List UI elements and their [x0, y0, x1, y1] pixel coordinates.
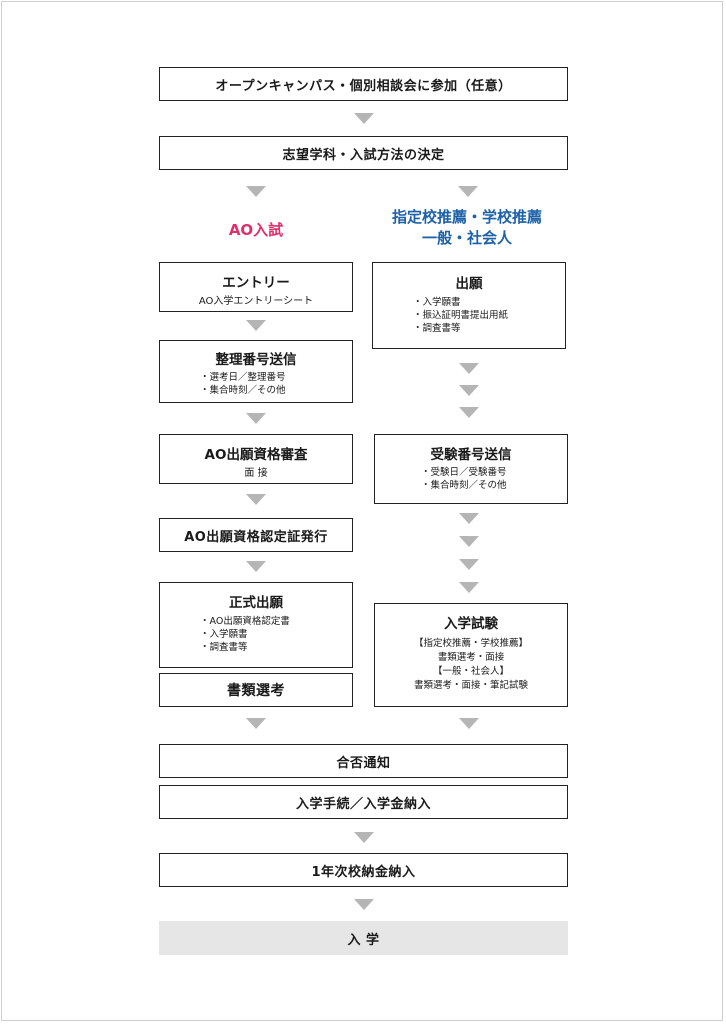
list-item: 受験日／受験番号 [421, 466, 507, 479]
ao-entry-title: エントリー [222, 275, 290, 291]
arrow-down-icon [246, 320, 266, 331]
list-item: 調査書等 [413, 322, 508, 335]
list-item: 入学願書 [200, 628, 290, 641]
ao-entry-sub: AO入学エントリーシート [198, 296, 314, 307]
rec-apply-list: 入学願書 振込証明書提出用紙 調査書等 [413, 296, 509, 335]
list-item: 集合時刻／その他 [200, 384, 286, 397]
recommend-heading-line2: 一般・社会人 [421, 229, 512, 247]
ao-heading: AO入試 [228, 221, 284, 239]
step-decide: 志望学科・入試方法の決定 [159, 136, 568, 170]
rec-exam-title: 入学試験 [444, 616, 498, 632]
rec-exam-box: 入学試験 【指定校推薦・学校推薦】 書類選考・面接 【一般・社会人】 書類選考・… [374, 603, 568, 707]
ao-screening-box: 書類選考 [159, 673, 353, 707]
ao-review-box: AO出願資格審査 面 接 [159, 434, 353, 484]
ao-review-title: AO出願資格審査 [204, 447, 308, 463]
arrow-down-icon [246, 494, 266, 505]
ao-review-sub: 面 接 [244, 468, 268, 479]
ao-certificate-box: AO出願資格認定証発行 [159, 518, 353, 552]
ao-number-send-box: 整理番号送信 選考日／整理番号 集合時刻／その他 [159, 340, 353, 403]
list-item: 選考日／整理番号 [200, 371, 286, 384]
step-procedure: 入学手続／入学金納入 [159, 785, 568, 819]
ao-formal-box: 正式出願 AO出願資格認定書 入学願書 調査書等 [159, 582, 353, 668]
list-item: 入学願書 [413, 296, 508, 309]
arrow-down-icon [458, 186, 478, 197]
arrow-down-icon [354, 113, 374, 124]
rec-exam-number-list: 受験日／受験番号 集合時刻／その他 [421, 466, 507, 492]
ao-number-send-title: 整理番号送信 [215, 352, 297, 368]
arrow-down-icon [354, 899, 374, 910]
arrow-down-icon [246, 186, 266, 197]
step-first-year-fee: 1年次校納金納入 [159, 853, 568, 887]
step-result: 合否通知 [159, 744, 568, 778]
list-item: 振込証明書提出用紙 [413, 309, 509, 322]
arrow-down-icon [459, 718, 479, 729]
ao-entry-box: エントリー AO入学エントリーシート [159, 262, 353, 312]
step-enroll: 入 学 [159, 921, 568, 955]
ao-formal-title: 正式出願 [229, 595, 283, 611]
arrow-down-icon [246, 718, 266, 729]
rec-exam-lines: 【指定校推薦・学校推薦】 書類選考・面接 【一般・社会人】 書類選考・面接・筆記… [375, 637, 567, 693]
rec-exam-line: 書類選考・面接・筆記試験 [413, 680, 528, 691]
rec-exam-number-title: 受験番号送信 [430, 447, 512, 463]
arrow-down-icon [459, 407, 479, 418]
arrow-down-icon [459, 582, 479, 593]
rec-apply-box: 出願 入学願書 振込証明書提出用紙 調査書等 [372, 262, 566, 349]
rec-exam-line: 【指定校推薦・学校推薦】 [413, 638, 528, 649]
recommend-heading: 指定校推薦・学校推薦 一般・社会人 [362, 207, 572, 249]
step-open-campus: オープンキャンパス・個別相談会に参加（任意） [159, 67, 568, 101]
list-item: 調査書等 [200, 641, 290, 654]
rec-exam-line: 【一般・社会人】 [432, 666, 509, 677]
arrow-down-icon [459, 513, 479, 524]
arrow-down-icon [459, 536, 479, 547]
recommend-heading-line1: 指定校推薦・学校推薦 [391, 208, 542, 226]
arrow-down-icon [459, 363, 479, 374]
rec-apply-title: 出願 [455, 276, 483, 292]
arrow-down-icon [459, 559, 479, 570]
list-item: 集合時刻／その他 [421, 479, 507, 492]
arrow-down-icon [246, 561, 266, 572]
rec-exam-line: 書類選考・面接 [437, 652, 505, 663]
list-item: AO出願資格認定書 [200, 615, 290, 628]
ao-formal-list: AO出願資格認定書 入学願書 調査書等 [200, 615, 290, 654]
arrow-down-icon [246, 413, 266, 424]
arrow-down-icon [354, 832, 374, 843]
ao-number-send-list: 選考日／整理番号 集合時刻／その他 [200, 371, 286, 397]
arrow-down-icon [459, 385, 479, 396]
rec-exam-number-box: 受験番号送信 受験日／受験番号 集合時刻／その他 [374, 434, 568, 504]
